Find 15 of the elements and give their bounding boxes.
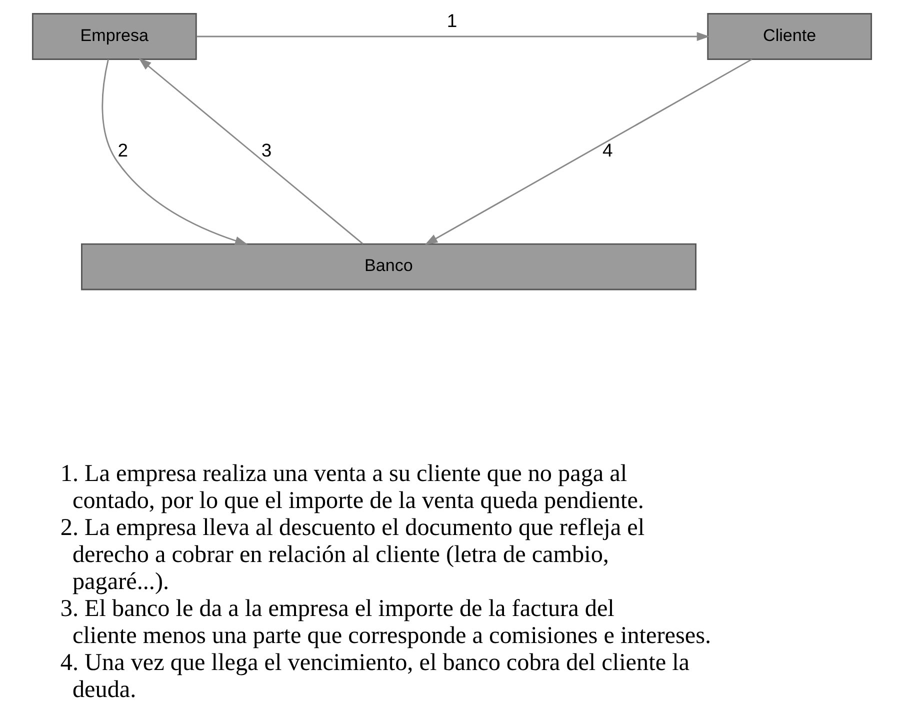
- edge-label: 1: [446, 10, 457, 32]
- arrow: [138, 58, 363, 244]
- label: 1. La empresa realiza una venta a su cliente que no paga al contado, por lo que el importe de la venta queda pendiente.: [60, 460, 644, 514]
- arrow: [101, 59, 248, 246]
- label: 2. La empresa lleva al descuento el documento que refleja el derecho a cobrar en relación al cliente (letra de cambio, pagaré...).: [60, 514, 644, 595]
- node-box: Banco: [80, 243, 696, 290]
- edge-label: 2: [117, 139, 128, 160]
- label: 4. Una vez que llega el vencimiento, el banco cobra del cliente la deuda.: [60, 648, 690, 703]
- label: 3. El banco le da a la empresa el importe de la factura del cliente menos una parte que corresponde a comisiones e intereses.: [60, 594, 711, 649]
- node-box: Empresa: [31, 13, 196, 60]
- arrow: [424, 58, 752, 245]
- arrow: [196, 32, 710, 41]
- edge-label: 4: [602, 139, 612, 160]
- edge-label: 3: [260, 139, 272, 160]
- node-box: Cliente: [706, 13, 872, 60]
